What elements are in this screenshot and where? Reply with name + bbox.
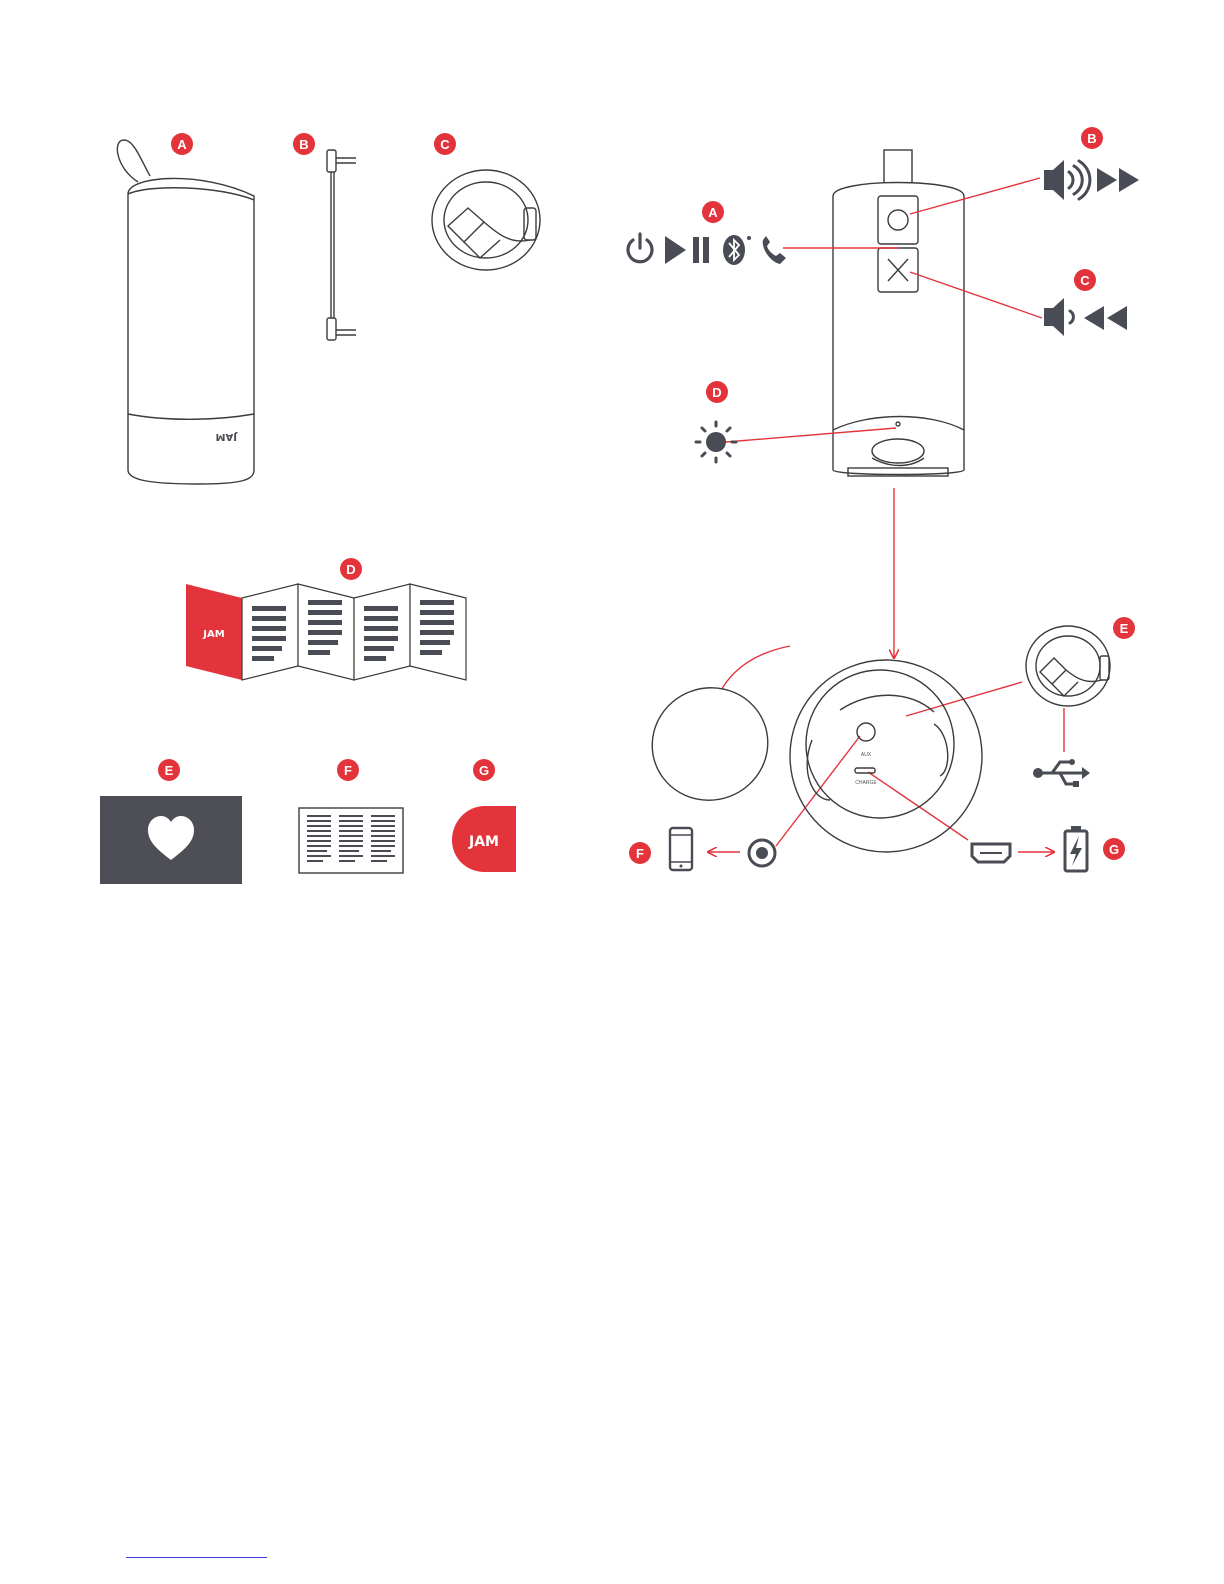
badge-b-controls: B xyxy=(1081,127,1103,149)
pause-icon xyxy=(693,237,709,263)
svg-text:B: B xyxy=(299,137,308,152)
badge-b-contents: B xyxy=(293,133,315,155)
badge-f-contents: F xyxy=(337,759,359,781)
svg-text:G: G xyxy=(479,763,489,778)
badge-g-contents: G xyxy=(473,759,495,781)
badge-e-contents: E xyxy=(158,759,180,781)
badge-d-controls: D xyxy=(706,381,728,403)
control-f: F xyxy=(629,828,775,870)
controls-diagram: A B xyxy=(628,127,1139,871)
battery-charging-icon xyxy=(1065,826,1087,871)
control-c: C xyxy=(1044,269,1127,336)
svg-text:E: E xyxy=(1120,621,1129,636)
heart-card-illustration xyxy=(100,796,242,884)
volume-up-icon xyxy=(1044,160,1090,200)
svg-text:D: D xyxy=(346,562,355,577)
phone-icon xyxy=(763,236,786,264)
badge-a-controls: A xyxy=(702,201,724,223)
speaker-back-view xyxy=(833,150,964,476)
footer-rule xyxy=(126,1557,267,1558)
svg-text:A: A xyxy=(177,137,187,152)
sticker-item: JAM G xyxy=(452,759,516,872)
control-g: G xyxy=(972,826,1125,871)
svg-text:B: B xyxy=(1087,131,1096,146)
control-d: D xyxy=(696,381,736,462)
badge-f-controls: F xyxy=(629,842,651,864)
control-a: A xyxy=(628,201,786,265)
package-contents: JAM A B xyxy=(100,133,540,884)
control-e: E xyxy=(1026,617,1135,787)
manual-logo: JAM xyxy=(202,629,224,640)
usb-cable-small xyxy=(1026,626,1110,706)
svg-text:C: C xyxy=(440,137,450,152)
leaflet-item: F xyxy=(299,759,403,873)
svg-text:C: C xyxy=(1080,273,1090,288)
manual-item: JAM xyxy=(186,558,466,680)
badge-a-contents: A xyxy=(171,133,193,155)
charge-port-label: CHARGE xyxy=(855,780,877,786)
badge-d-contents: D xyxy=(340,558,362,580)
badge-g-controls: G xyxy=(1103,838,1125,860)
speaker-base-view xyxy=(636,660,982,852)
svg-text:F: F xyxy=(344,763,352,778)
control-b: B xyxy=(1044,127,1139,200)
speaker-logo: JAM xyxy=(216,431,238,442)
leaflet-illustration xyxy=(299,808,403,873)
aux-cable-item: B xyxy=(293,133,356,340)
badge-c-controls: C xyxy=(1074,269,1096,291)
volume-down-icon xyxy=(1044,298,1073,336)
bluetooth-icon xyxy=(723,235,751,265)
aux-jack-icon xyxy=(749,840,775,866)
smartphone-icon xyxy=(670,828,692,870)
sticker-logo: JAM xyxy=(468,834,499,850)
svg-text:E: E xyxy=(165,763,174,778)
power-icon xyxy=(628,234,652,262)
folded-manual-illustration: JAM xyxy=(186,584,466,680)
svg-text:D: D xyxy=(712,385,721,400)
jam-sticker-illustration: JAM xyxy=(452,806,516,872)
badge-c-contents: C xyxy=(434,133,456,155)
play-icon xyxy=(665,236,686,264)
svg-text:G: G xyxy=(1109,842,1119,857)
fast-forward-icon xyxy=(1097,168,1139,192)
rewind-icon xyxy=(1084,306,1127,330)
card-item: E xyxy=(100,759,242,884)
usb-cable-illustration xyxy=(432,170,540,270)
aux-port-label: AUX xyxy=(861,752,872,758)
badge-e-controls: E xyxy=(1113,617,1135,639)
speaker-item: JAM A xyxy=(117,133,254,484)
usb-cable-item: C xyxy=(432,133,540,270)
svg-text:A: A xyxy=(708,205,718,220)
aux-cable-illustration xyxy=(327,150,356,340)
charge-port-icon xyxy=(972,844,1010,862)
svg-text:F: F xyxy=(636,846,644,861)
usb-icon xyxy=(1033,759,1090,787)
